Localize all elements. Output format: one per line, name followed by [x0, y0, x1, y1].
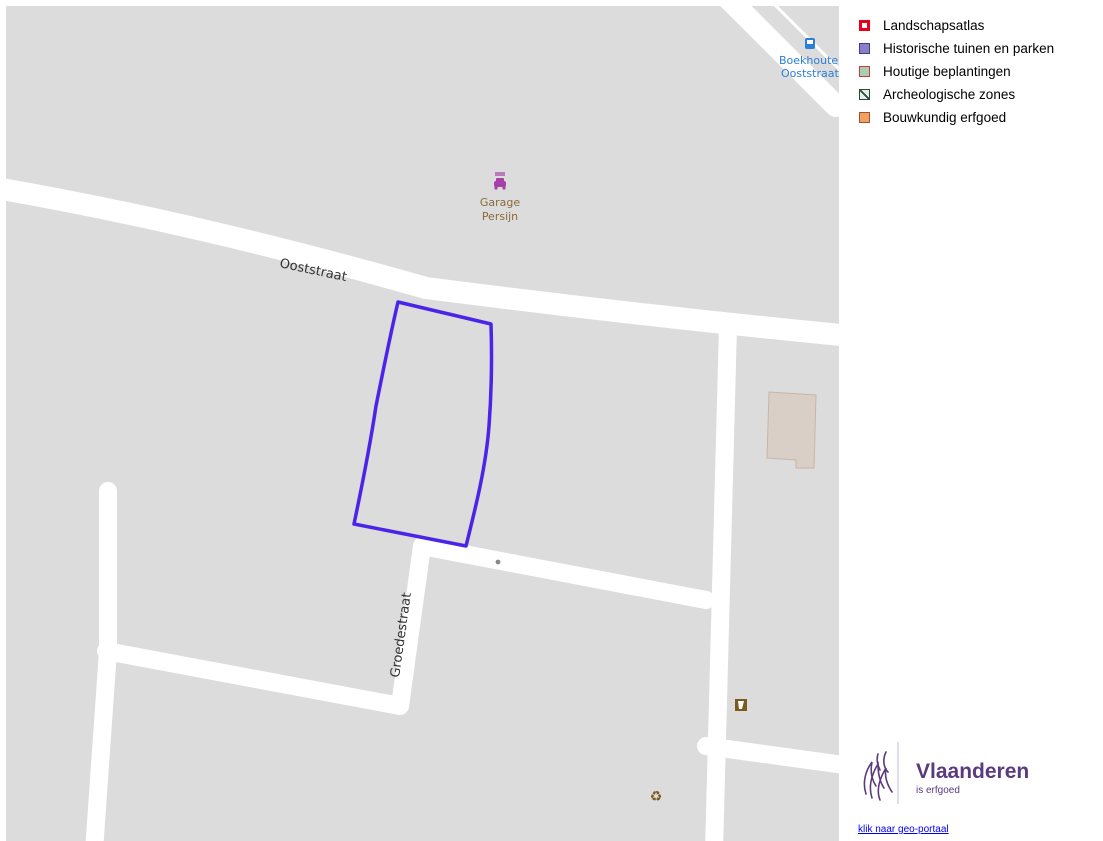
north-east-path	[773, 6, 839, 72]
legend-item: Archeologische zones	[859, 83, 1099, 106]
legend-label: Historische tuinen en parken	[883, 41, 1055, 56]
legend-item: Houtige beplantingen	[859, 60, 1099, 83]
memorial-icon[interactable]	[735, 699, 747, 711]
legend-item: Historische tuinen en parken	[859, 37, 1099, 60]
map-background	[6, 6, 839, 841]
recycling-icon[interactable]: ♻	[650, 788, 663, 804]
south-east-road	[697, 737, 839, 774]
legend-label: Houtige beplantingen	[883, 64, 1011, 79]
legend-label: Archeologische zones	[883, 87, 1016, 102]
legend-item: Bouwkundig erfgoed	[859, 106, 1099, 129]
building	[766, 391, 817, 469]
legend-label: Landschapsatlas	[883, 18, 985, 33]
selected-parcel-outline[interactable]	[352, 300, 494, 548]
ooststraat-road	[6, 178, 839, 346]
legend-label: Bouwkundig erfgoed	[883, 110, 1007, 125]
groedestraat-road	[97, 537, 431, 715]
bouwkundig-erfgoed-swatch	[859, 112, 870, 123]
west-road	[85, 482, 117, 841]
brand-name: Vlaanderen	[916, 760, 1029, 783]
map-canvas[interactable]: Ooststraat Groedestraat Garage Persijn B…	[6, 6, 839, 841]
geo-portaal-link[interactable]: klik naar geo-portaal	[858, 824, 949, 835]
poi-label-garage-line1: Garage	[480, 196, 521, 209]
poi-label-garage-line2: Persijn	[482, 210, 518, 223]
legend-item: Landschapsatlas	[859, 14, 1099, 37]
historische-tuinen-swatch	[859, 43, 870, 54]
poi-label-busstop-line2: Ooststraat	[781, 67, 839, 80]
bus-stop-icon[interactable]	[805, 38, 815, 49]
houtige-beplantingen-swatch	[859, 66, 870, 77]
side-road-east	[705, 317, 737, 841]
map-view[interactable]: Ooststraat Groedestraat Garage Persijn B…	[6, 6, 839, 841]
brand-tagline: is erfgoed	[916, 785, 960, 796]
landschapsatlas-swatch	[859, 20, 870, 31]
archeologische-zones-swatch	[859, 89, 870, 100]
survey-point-icon	[495, 559, 501, 565]
poi-label-busstop-line1: Boekhoute	[779, 54, 838, 67]
garage-icon[interactable]	[494, 172, 506, 190]
lion-logo-icon	[863, 751, 893, 801]
north-east-road	[720, 6, 839, 117]
groedestraat-east-road	[413, 537, 715, 609]
vlaanderen-logo: Vlaanderen is erfgoed	[858, 742, 1058, 810]
